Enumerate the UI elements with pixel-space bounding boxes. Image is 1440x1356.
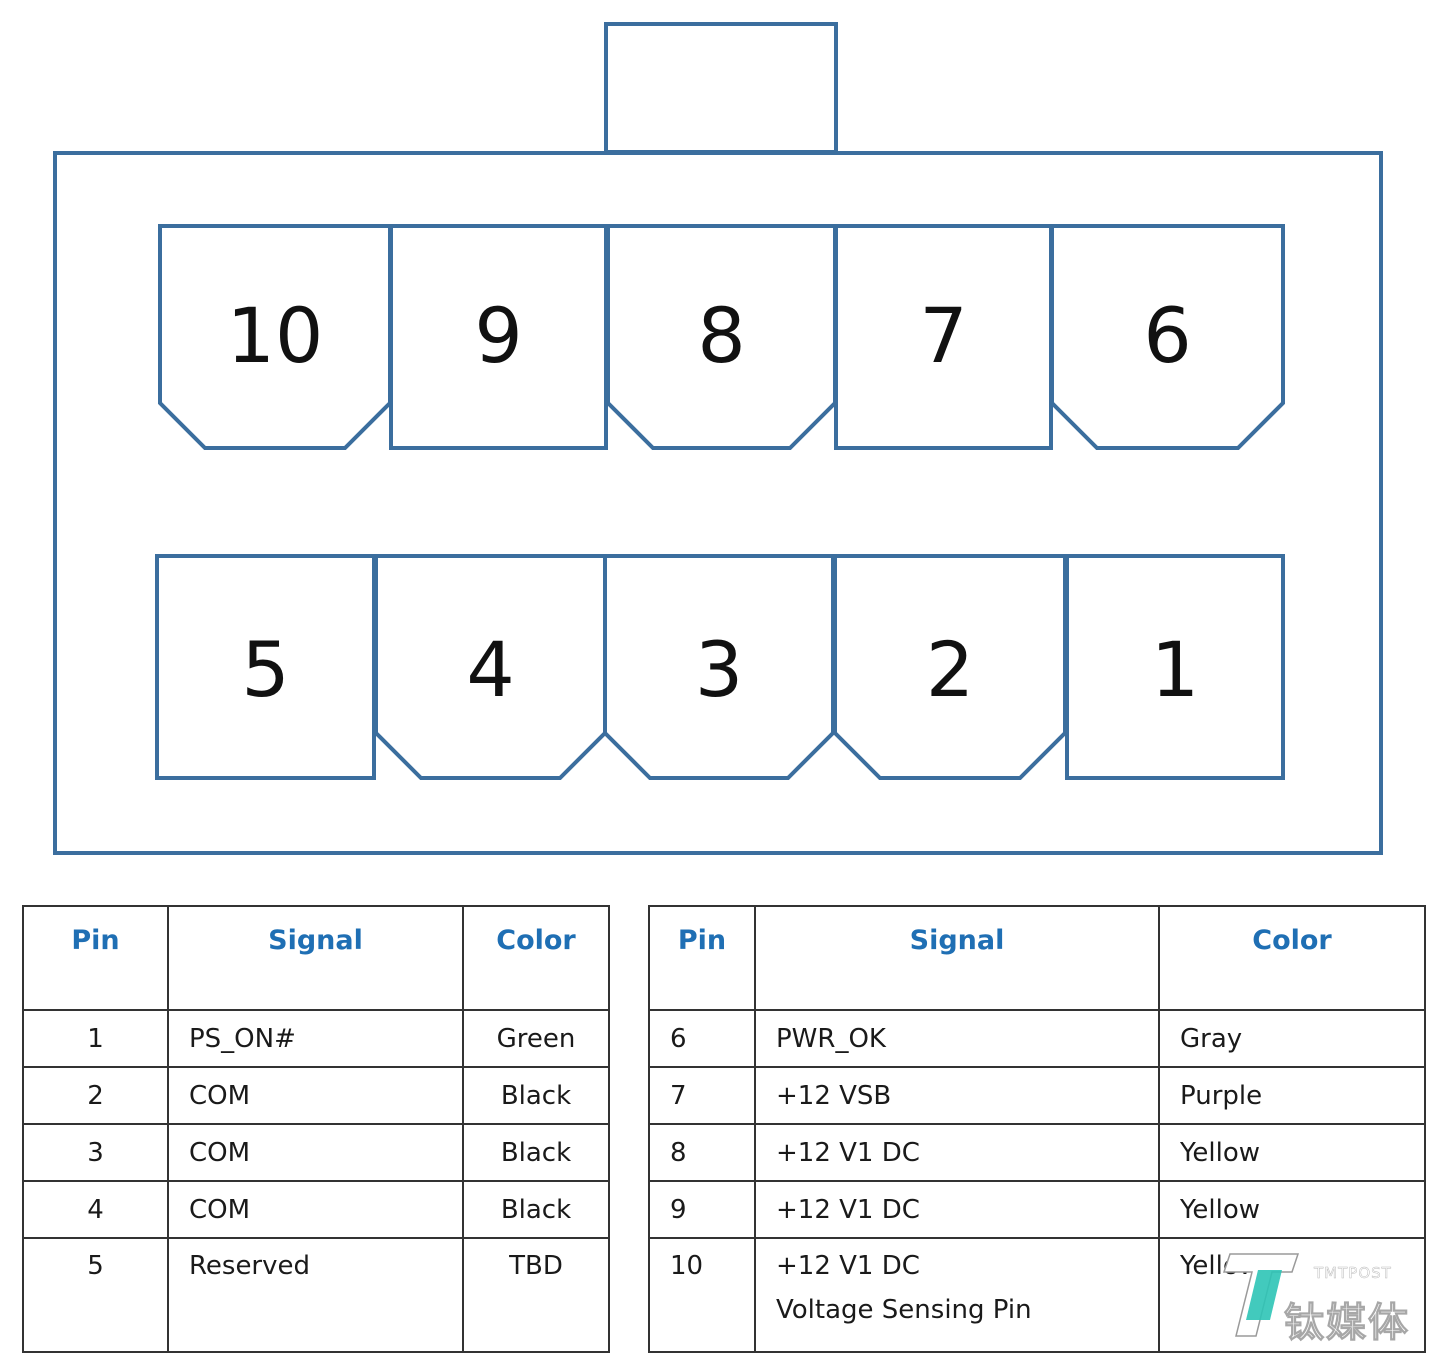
tmtpost-watermark: TMTPOST 钛媒体 <box>1222 1250 1422 1347</box>
wire-color-cell: Green <box>462 1009 610 1068</box>
table-row: 7 +12 VSB Purple <box>648 1066 1426 1125</box>
pin-number-label: 2 <box>926 625 974 714</box>
table-row: 6 PWR_OK Gray <box>648 1009 1426 1068</box>
pin-number-label: 3 <box>695 625 743 714</box>
header-color: Color <box>462 905 610 1011</box>
pin-number-label: 9 <box>474 291 522 380</box>
header-signal: Signal <box>754 905 1160 1011</box>
wire-color-cell: Gray <box>1158 1009 1426 1068</box>
pin-number-label: 7 <box>919 291 967 380</box>
table-row: 9 +12 V1 DC Yellow <box>648 1180 1426 1239</box>
wire-color-cell: Black <box>462 1123 610 1182</box>
signal-name: +12 VSB <box>776 1080 892 1111</box>
wire-color-cell: Black <box>462 1180 610 1239</box>
watermark-brand-cn: 钛媒体 <box>1284 1300 1410 1347</box>
signal-cell: PS_ON# <box>167 1009 464 1068</box>
pin-cell: 1 <box>22 1009 169 1068</box>
pin-cavities: 10 9 8 7 6 5 4 3 2 1 <box>155 224 1285 780</box>
signal-name: COM <box>189 1194 251 1225</box>
pinout-table-right: Pin Signal Color 6 PWR_OK Gray 7 +12 VSB Purp… <box>648 905 1426 1353</box>
pin-cavity <box>1050 224 1285 450</box>
signal-name: COM <box>189 1137 251 1168</box>
wire-color-cell: Yellow <box>1158 1180 1426 1239</box>
table-header-row: Pin Signal Color <box>648 905 1426 1011</box>
signal-cell: Reserved <box>167 1237 464 1353</box>
signal-name: +12 V1 DC <box>776 1137 920 1168</box>
header-pin: Pin <box>648 905 756 1011</box>
pin-cavity <box>389 224 608 450</box>
signal-name: Reserved <box>189 1251 311 1281</box>
signal-name: PS_ON# <box>189 1023 296 1054</box>
signal-cell: COM <box>167 1123 464 1182</box>
wire-color-cell: Yellow <box>1158 1123 1426 1182</box>
pin-number-label: 5 <box>241 625 289 714</box>
connector-diagram: 10 9 8 7 6 5 4 3 2 1 <box>53 22 1383 855</box>
watermark-brand-small: TMTPOST <box>1314 1264 1392 1283</box>
table-row: 2 COM Black <box>22 1066 610 1125</box>
signal-name: +12 V1 DC <box>776 1251 920 1281</box>
wire-color-cell: TBD <box>462 1237 610 1353</box>
connector-latch <box>604 22 838 154</box>
pin-number-label: 4 <box>466 625 514 714</box>
signal-name: +12 V1 DC <box>776 1194 920 1225</box>
header-signal: Signal <box>167 905 464 1011</box>
pin-number-label: 8 <box>697 291 745 380</box>
signal-name: COM <box>189 1080 251 1111</box>
header-pin: Pin <box>22 905 169 1011</box>
signal-note: Voltage Sensing Pin <box>776 1295 1032 1325</box>
table-header-row: Pin Signal Color <box>22 905 610 1011</box>
pin-cell: 4 <box>22 1180 169 1239</box>
pin-cavity <box>155 554 376 780</box>
wire-color-cell: Black <box>462 1066 610 1125</box>
pin-cell: 10 <box>648 1237 756 1353</box>
connector-housing <box>53 151 1383 855</box>
signal-cell: +12 V1 DC Voltage Sensing Pin <box>754 1237 1160 1353</box>
pin-cell: 5 <box>22 1237 169 1353</box>
pin-number-label: 1 <box>1151 625 1199 714</box>
signal-cell: COM <box>167 1066 464 1125</box>
pin-cell: 2 <box>22 1066 169 1125</box>
pin-cavity <box>1065 554 1285 780</box>
tmtpost-logo-icon <box>1222 1253 1300 1337</box>
table-row: 8 +12 V1 DC Yellow <box>648 1123 1426 1182</box>
signal-cell: COM <box>167 1180 464 1239</box>
signal-cell: PWR_OK <box>754 1009 1160 1068</box>
signal-cell: +12 VSB <box>754 1066 1160 1125</box>
table-row: 1 PS_ON# Green <box>22 1009 610 1068</box>
pin-cavity <box>834 224 1053 450</box>
wire-color-cell: Purple <box>1158 1066 1426 1125</box>
table-row: 3 COM Black <box>22 1123 610 1182</box>
pin-number-label: 10 <box>227 291 324 380</box>
pin-cell: 8 <box>648 1123 756 1182</box>
pin-cell: 9 <box>648 1180 756 1239</box>
table-row: 4 COM Black <box>22 1180 610 1239</box>
header-color: Color <box>1158 905 1426 1011</box>
pin-cell: 6 <box>648 1009 756 1068</box>
signal-cell: +12 V1 DC <box>754 1180 1160 1239</box>
pin-cell: 7 <box>648 1066 756 1125</box>
pin-cell: 3 <box>22 1123 169 1182</box>
pin-number-label: 6 <box>1143 291 1191 380</box>
signal-name: PWR_OK <box>776 1023 886 1054</box>
table-row: 5 Reserved TBD <box>22 1237 610 1353</box>
signal-cell: +12 V1 DC <box>754 1123 1160 1182</box>
